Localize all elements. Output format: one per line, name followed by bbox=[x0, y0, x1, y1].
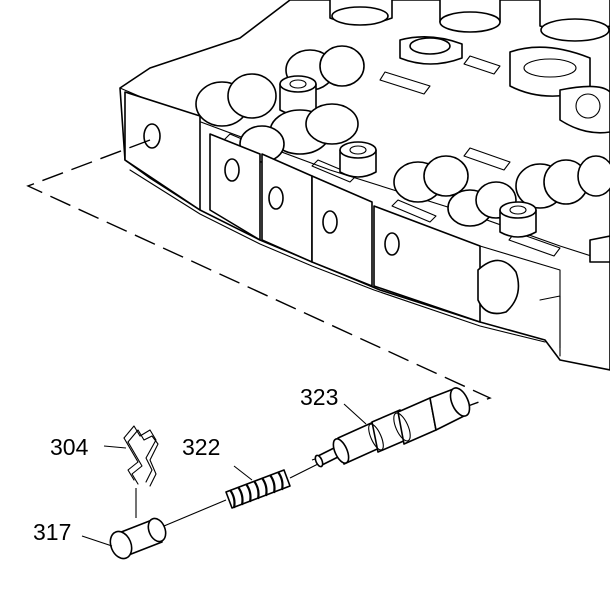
leader-lines bbox=[81, 403, 367, 547]
callout-304: 304 bbox=[50, 434, 89, 460]
plug-317 bbox=[109, 517, 167, 560]
valve-body bbox=[119, 0, 610, 371]
callout-317: 317 bbox=[33, 519, 71, 545]
spring-322 bbox=[225, 469, 291, 509]
front-faces bbox=[124, 91, 561, 357]
callout-323: 323 bbox=[300, 384, 338, 410]
callout-322: 322 bbox=[182, 434, 220, 460]
valve-323 bbox=[311, 387, 471, 468]
dashed-assembly-line bbox=[26, 139, 492, 407]
retainer-clip-304 bbox=[123, 425, 159, 487]
